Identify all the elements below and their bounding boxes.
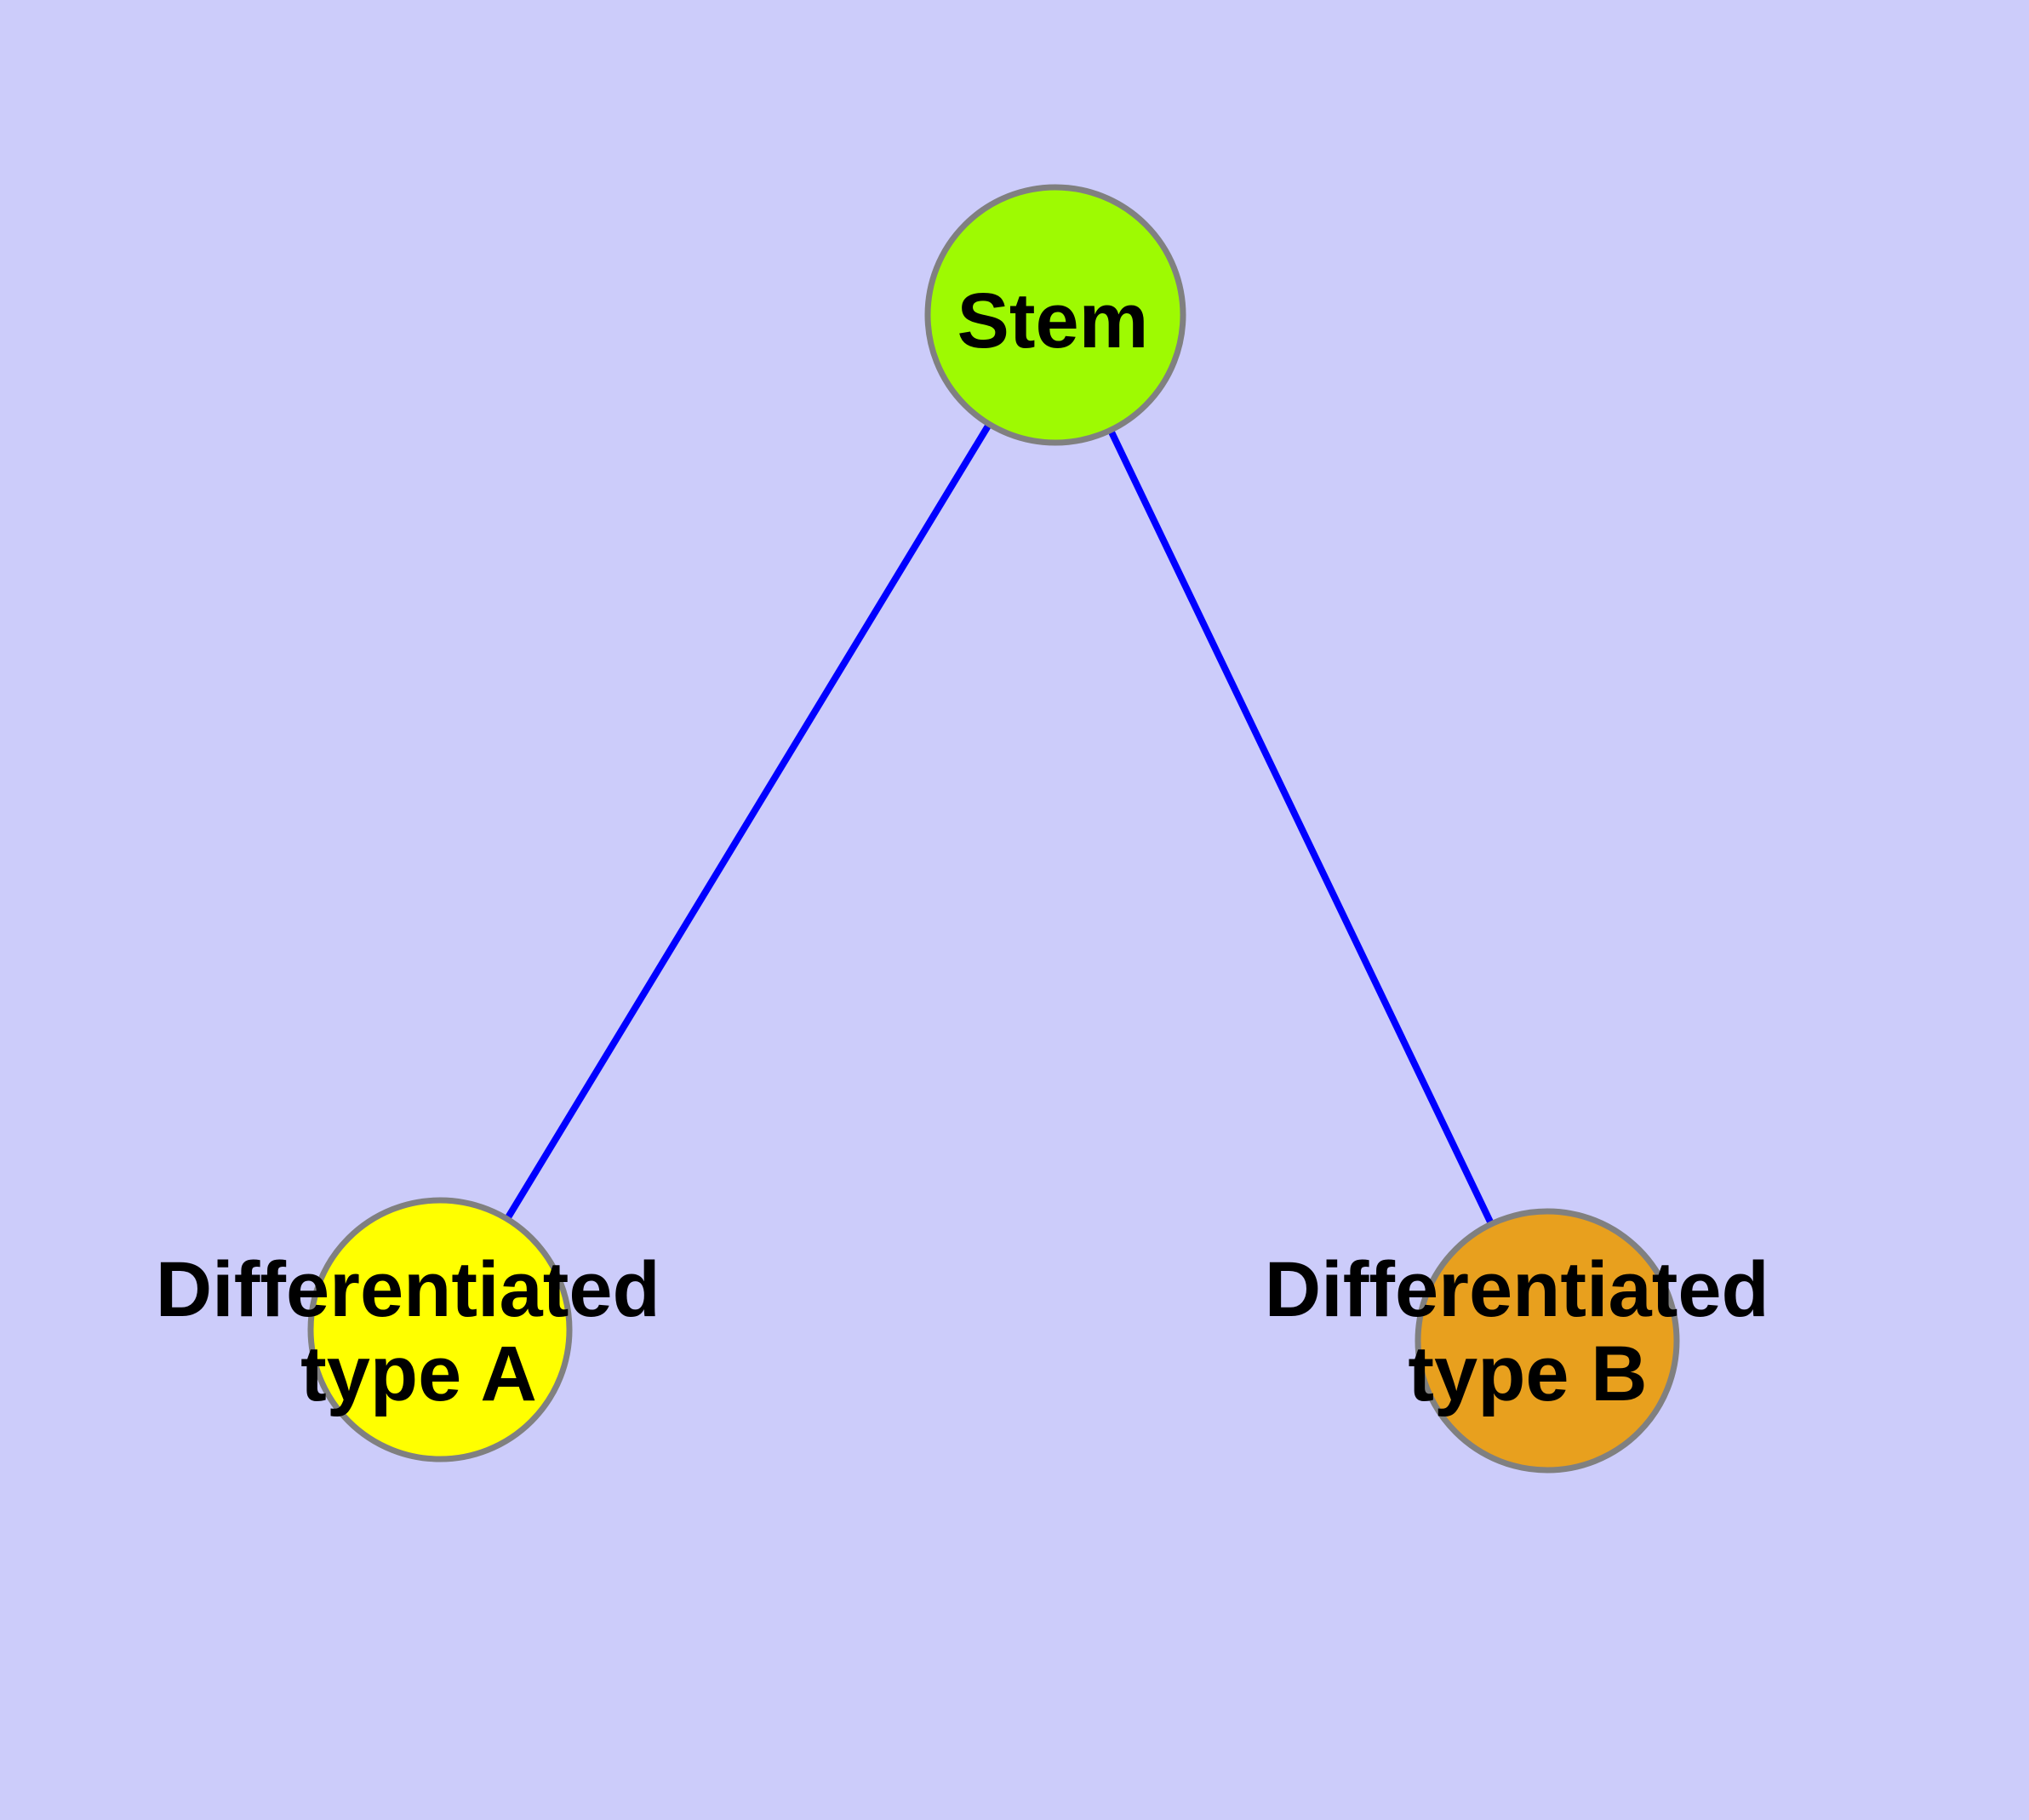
edge-stem-to-type-b[interactable] [1052,313,1551,1342]
node-stem-label: Stem [957,278,1149,364]
node-stem-label-line-1: Stem [957,278,1149,364]
node-differentiated-type-a[interactable] [307,1197,573,1462]
node-differentiated-type-a-label-line-1: Differentiated [156,1246,660,1333]
label-layer: Stem Differentiated type A Differentiate… [156,278,1792,1417]
node-differentiated-type-a-label: Differentiated type A [156,1246,683,1417]
node-differentiated-type-b-label: Differentiated type B [1265,1246,1792,1417]
node-differentiated-type-b-circle[interactable] [1415,1208,1680,1474]
node-differentiated-type-a-circle[interactable] [307,1197,573,1462]
node-differentiated-type-a-label-line-2: type A [300,1331,537,1417]
node-differentiated-type-b-label-line-1: Differentiated [1265,1246,1769,1333]
node-stem-circle[interactable] [924,184,1186,446]
node-layer [307,184,1680,1474]
node-differentiated-type-b[interactable] [1415,1208,1680,1474]
node-differentiated-type-b-label-line-2: type B [1408,1331,1647,1417]
edge-layer [437,312,1551,1342]
node-stem[interactable] [924,184,1186,446]
edge-stem-to-type-a[interactable] [437,312,1059,1332]
